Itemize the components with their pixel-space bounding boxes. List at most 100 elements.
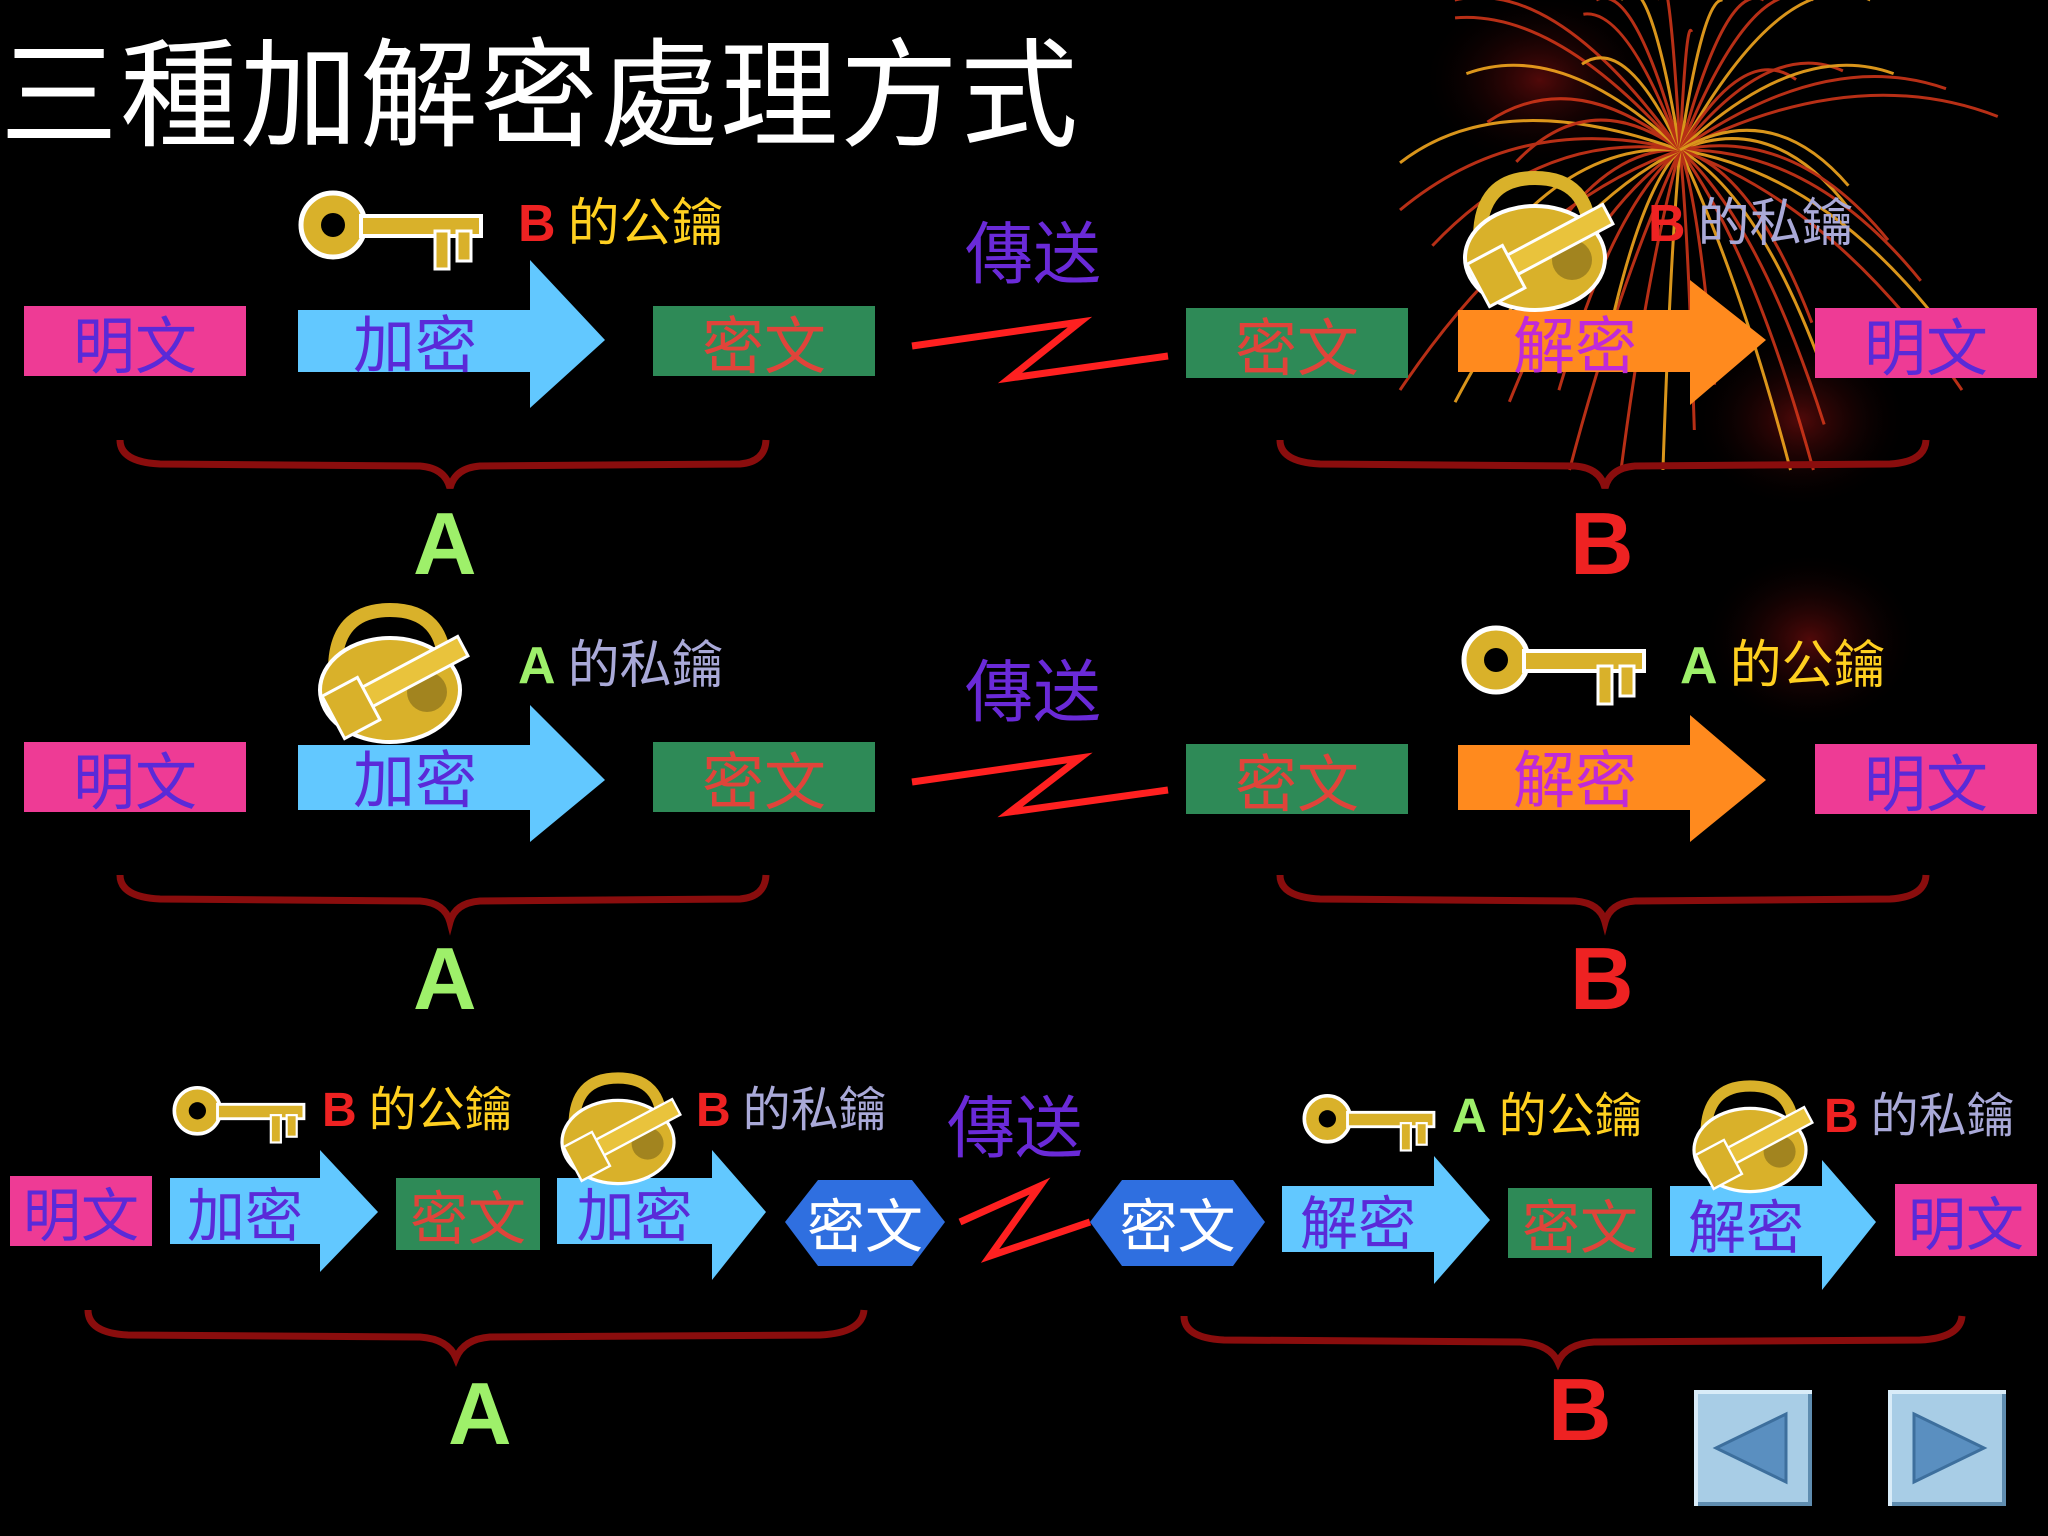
key-icon [172,1085,306,1145]
firework-ray [1657,0,1682,151]
firework-ray [1679,148,1814,324]
transmission-line [958,1177,1092,1263]
plaintext-box: 明文 [24,306,246,383]
ciphertext-hexagon-label: 密文 [806,1193,923,1261]
encrypt-label: 加密 [576,1182,693,1250]
firework-ray [1486,97,1681,152]
brace-b [1180,1315,1966,1371]
decrypt-arrow [1458,715,1766,842]
firework-ray [1678,68,1797,151]
firework-ray [1465,63,1682,152]
party-b-label: B [1570,929,1634,1028]
firework-ray [1678,0,1871,151]
brace-a [84,1309,868,1368]
encrypt-arrow [170,1150,378,1272]
send-label: 傳送 [965,216,1102,295]
ciphertext-box: 密文 [1508,1188,1652,1262]
firework-ray [1568,149,1682,471]
firework-ray [1679,148,1825,372]
party-a-label: A [413,929,477,1028]
firework-ray [1678,61,1844,151]
party-b-label: B [1548,1360,1612,1459]
firework-ray [1678,148,1826,425]
plaintext-box: 明文 [24,742,246,819]
lock-key-icon [320,610,468,742]
firework-ray [1678,0,1764,151]
key-icon [1302,1093,1436,1153]
firework-ray [1583,12,1682,151]
encrypt-arrow [298,705,605,842]
firework-ray [1619,149,1682,471]
firework-ray [1678,149,1815,471]
ciphertext-hexagon [1090,1180,1265,1266]
transmission-line [911,316,1169,384]
firework-ray [1679,148,1922,282]
firework-ray [1678,0,1814,151]
next-slide-button[interactable] [1888,1390,2006,1506]
decrypt-label: 解密 [1687,1194,1804,1262]
ciphertext-box: 密文 [1186,308,1408,385]
firework-ray [1679,148,1948,333]
firework-ray [1679,137,1852,211]
party-a-label: A [448,1364,512,1463]
key-icon [1464,628,1644,704]
send-label: 傳送 [947,1090,1084,1169]
firework-ray [1581,56,1682,151]
page-title: 三種加解密處理方式 [0,27,1081,165]
firework-ray [1678,149,1792,471]
ciphertext-box: 密文 [396,1178,540,1253]
triangle-right-icon [1912,1411,1988,1485]
firework-ray [1679,144,1890,241]
plaintext-box: 明文 [1815,744,2037,821]
firework-ray [1399,119,1681,165]
brace-a [116,874,770,936]
firework-ray [1679,93,1999,152]
decrypt-label: 解密 [1299,1190,1416,1258]
decrypt-arrow [1282,1156,1490,1284]
ciphertext-box: 密文 [653,742,875,819]
decrypt-arrow [1670,1160,1876,1290]
ciphertext-hexagon [785,1180,945,1266]
decrypt-label: 解密 [1512,744,1637,817]
firework-ray [1515,118,1681,163]
send-label: 傳送 [965,654,1102,733]
firework-ray [1454,15,1682,151]
plaintext-box: 明文 [1815,308,2037,385]
brace-b [1276,874,1930,936]
firework-ray [1678,63,1895,152]
firework-ray [1431,145,1681,247]
firework-ray [1679,128,1850,187]
firework-ray [1454,0,1682,151]
party-a-label: A [413,494,477,593]
brace-b [1276,439,1930,490]
lock-key-icon [562,1078,680,1184]
ciphertext-box: 密文 [1186,744,1408,821]
triangle-left-icon [1712,1411,1788,1485]
party-b-label: B [1570,494,1634,593]
firework-ray [1399,137,1681,212]
ciphertext-hexagon-label: 密文 [1119,1193,1236,1261]
previous-slide-button[interactable] [1694,1390,1812,1506]
key-icon [301,193,481,269]
encrypt-label: 加密 [186,1182,303,1250]
transmission-line [911,752,1169,818]
brace-a [116,439,770,490]
lock-key-icon [1465,178,1613,310]
encrypt-arrow [298,260,605,408]
firework-ray [1621,0,1682,151]
encrypt-label: 加密 [352,309,477,382]
firework-ray [1678,28,1694,151]
plaintext-box: 明文 [1895,1184,2037,1259]
firework-ray [1661,149,1682,471]
firework-ray [1678,0,1723,151]
ciphertext-box: 密文 [653,306,875,383]
lock-key-icon [1694,1086,1812,1192]
